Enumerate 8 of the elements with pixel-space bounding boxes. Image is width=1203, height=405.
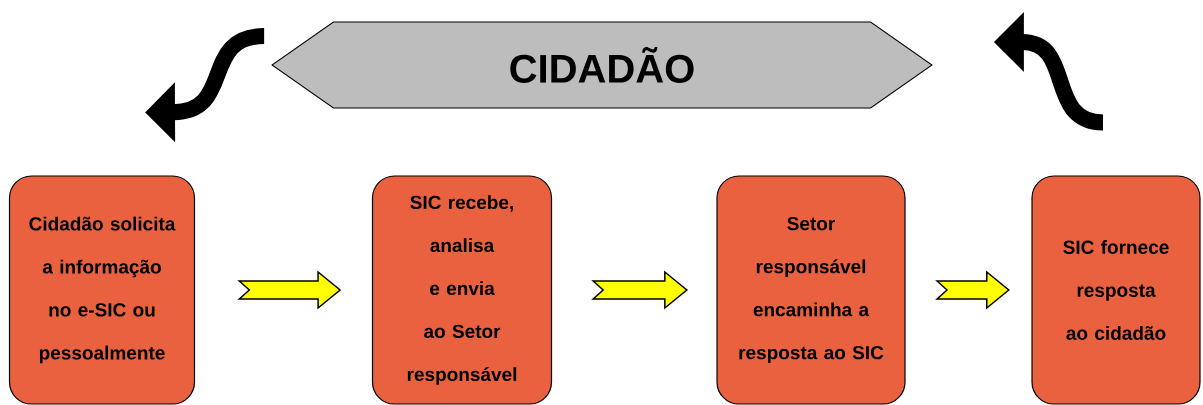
process-box: Cidadão solicita a informação no e-SIC ou pessoalmente — [8, 175, 196, 405]
process-box: Setor responsável encaminha a resposta ao SIC — [716, 175, 906, 405]
block-arrow — [935, 270, 1010, 310]
block-arrow — [591, 270, 688, 310]
hexagon-banner: CIDADÃO — [271, 21, 933, 109]
process-box: SIC fornece resposta ao cidadão — [1031, 175, 1201, 405]
process-box: SIC recebe, analisa e envia ao Setor responsável — [371, 175, 553, 405]
block-arrow — [237, 270, 342, 310]
